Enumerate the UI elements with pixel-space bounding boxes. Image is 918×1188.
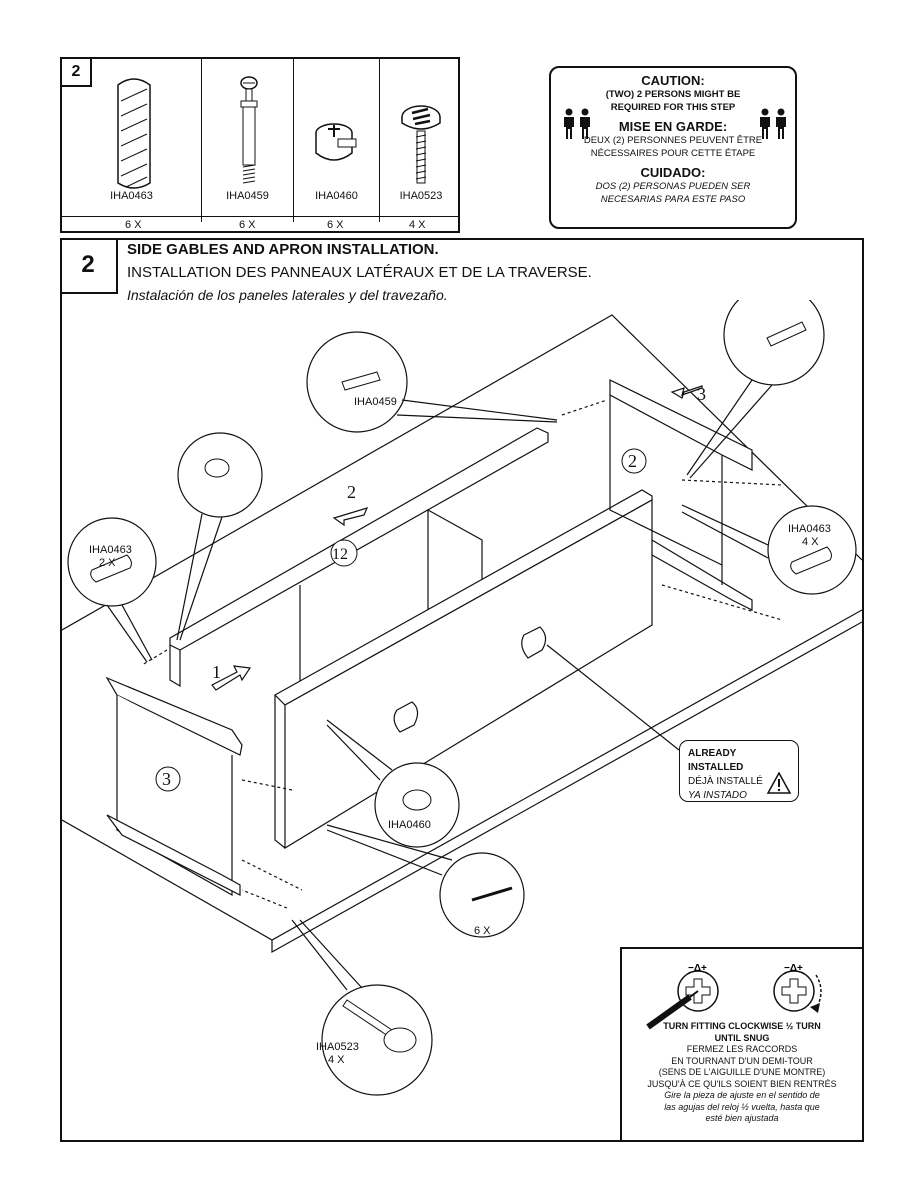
- already-installed-en: ALREADY INSTALLED: [688, 748, 744, 773]
- screw-icon: [401, 105, 441, 184]
- svg-text:−Δ+: −Δ+: [688, 963, 707, 974]
- hardware-quantity-row: 6 X 6 X 6 X 4 X: [62, 216, 458, 231]
- warning-icon: [766, 771, 792, 794]
- turn-instruction-box: −Δ+ −Δ+ TURN FITTING CLOCKWISE ½ TURN UN…: [620, 947, 864, 1142]
- screwdriver-callout-circle: [439, 852, 525, 938]
- callout-label: 4 X: [328, 1054, 345, 1066]
- assembly-diagram: IHA0459 IHA0463 2 X IHA0463 4 X IHA0460 …: [62, 300, 862, 1096]
- hardware-item: IHA0523: [380, 59, 462, 222]
- hardware-item: IHA0460: [294, 59, 380, 222]
- svg-text:−Δ+: −Δ+: [784, 963, 803, 974]
- part-label: 3: [697, 384, 706, 404]
- caution-title-en: CAUTION:: [641, 73, 705, 88]
- hardware-item: IHA0463: [62, 59, 202, 222]
- two-persons-icon: [760, 108, 786, 139]
- caution-line: DEUX (2) PERSONNES PEUVENT ÊTRE: [583, 135, 763, 146]
- already-installed-box: ALREADY INSTALLED DÉJÀ INSTALLÉ YA INSTA…: [679, 740, 799, 802]
- screw-callout-circle: [321, 984, 433, 1096]
- cam-bolt-icon: [766, 321, 807, 347]
- hardware-qty: 6 X: [122, 219, 145, 231]
- part-label: 1: [212, 662, 221, 682]
- part-label: 2: [628, 451, 637, 471]
- arrow-icon: [670, 385, 703, 399]
- callout-label: 2 X: [99, 557, 116, 569]
- screwdriver-cam-icon: −Δ+: [646, 963, 719, 1030]
- front-panel: [284, 498, 653, 850]
- caution-title-es: CUIDADO:: [640, 165, 706, 180]
- caution-box: CAUTION: (TWO) 2 PERSONS MIGHT BE REQUIR…: [549, 66, 797, 229]
- turn-line: TURN FITTING CLOCKWISE ½ TURN: [663, 1021, 821, 1031]
- hardware-qty: 6 X: [236, 219, 259, 231]
- hardware-code: IHA0459: [226, 190, 269, 202]
- hardware-code: IHA0460: [315, 190, 358, 202]
- caution-title-fr: MISE EN GARDE:: [618, 119, 728, 134]
- hardware-item: IHA0459: [202, 59, 294, 222]
- turn-line: EN TOURNANT D'UN DEMI-TOUR: [671, 1055, 813, 1066]
- turn-line: esté bien ajustada: [705, 1113, 779, 1123]
- callout-label: IHA0460: [388, 819, 431, 831]
- cam-bolt-icon: [240, 76, 258, 184]
- turn-line: UNTIL SNUG: [714, 1032, 770, 1043]
- callout-label: IHA0523: [316, 1041, 359, 1053]
- step-title-en: SIDE GABLES AND APRON INSTALLATION.: [127, 241, 439, 258]
- step-number: 2: [60, 238, 118, 294]
- caution-line: DOS (2) PERSONAS PUEDEN SER: [595, 181, 751, 192]
- callout-label: IHA0463: [788, 523, 831, 535]
- step-title-fr: INSTALLATION DES PANNEAUX LATÉRAUX ET DE…: [127, 264, 592, 281]
- turn-line: las agujas del reloj ½ vuelta, hasta que: [664, 1101, 820, 1112]
- front-panel-top: [274, 489, 653, 706]
- hardware-table: 2 IHA0463 IHA0459: [60, 57, 460, 233]
- cam-lock-icon: [402, 789, 432, 811]
- screwdriver-icon: [471, 886, 513, 902]
- turn-line: FERMEZ LES RACCORDS: [686, 1044, 798, 1054]
- wooden-dowel-icon: [90, 554, 132, 583]
- clockwise-turn-icon: −Δ+: [773, 963, 822, 1013]
- floor-edge-back: [62, 314, 862, 631]
- cam-lock-icon: [204, 458, 230, 478]
- part-label: 2: [347, 482, 356, 502]
- hardware-qty: 4 X: [406, 219, 429, 231]
- callout-label: IHA0463: [89, 544, 132, 556]
- cam-bolt-icon: [341, 371, 381, 391]
- cam-lock-icon: [315, 123, 357, 161]
- caution-line: NECESARIAS PARA ESTE PASO: [600, 194, 746, 205]
- turn-line: Gire la pieza de ajuste en el sentido de: [664, 1090, 820, 1100]
- already-installed-fr: DÉJÀ INSTALLÉ: [688, 776, 763, 787]
- turn-line: JUSQU'À CE QU'ILS SOIENT BIEN RENTRÉS: [647, 1078, 837, 1089]
- caution-line: NÉCESSAIRES POUR CETTE ÉTAPE: [590, 148, 756, 159]
- part-label: 12: [332, 546, 348, 563]
- wooden-dowel-icon: [790, 546, 832, 575]
- arrow-icon: [332, 507, 369, 527]
- dowel-right-circle: [767, 505, 857, 595]
- step-title-es: Instalación de los paneles laterales y d…: [127, 287, 448, 303]
- part-label: 3: [162, 769, 171, 789]
- two-persons-icon: [564, 108, 590, 139]
- hardware-code: IHA0463: [110, 190, 153, 202]
- hardware-step-number: 2: [62, 59, 92, 87]
- arrow-icon: [211, 665, 252, 691]
- hardware-qty: 6 X: [324, 219, 347, 231]
- callout-label: IHA0459: [354, 396, 397, 408]
- already-installed-es: YA INSTADO: [688, 790, 747, 801]
- screw-icon: [383, 1027, 417, 1053]
- caution-line: (TWO) 2 PERSONS MIGHT BE: [605, 89, 741, 100]
- turn-line: (SENS DE L'AIGUILLE D'UNE MONTRE): [658, 1067, 826, 1077]
- wooden-dowel-icon: [117, 78, 151, 189]
- step-frame: [60, 238, 864, 1142]
- hardware-code: IHA0523: [399, 190, 443, 202]
- turn-instructions: TURN FITTING CLOCKWISE ½ TURN UNTIL SNUG…: [622, 1021, 862, 1125]
- callout-label: 6 X: [474, 925, 491, 937]
- callout-label: 4 X: [802, 536, 819, 548]
- caution-line: REQUIRED FOR THIS STEP: [610, 102, 736, 113]
